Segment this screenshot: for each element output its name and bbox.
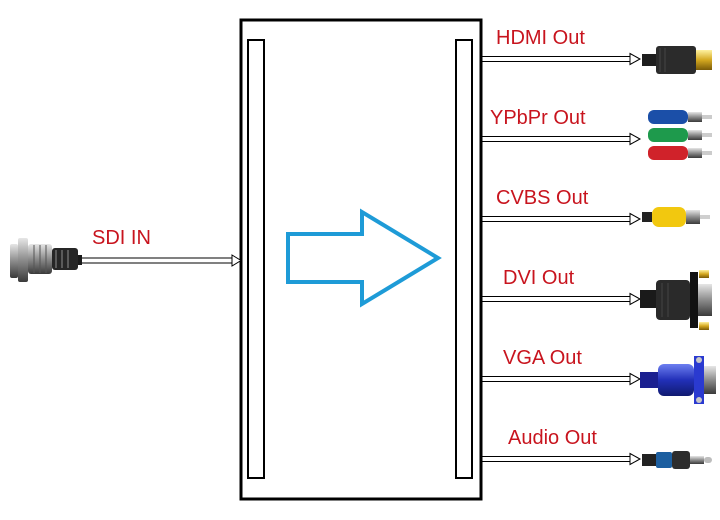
output-label: YPbPr Out — [490, 107, 586, 129]
output-label: CVBS Out — [496, 187, 589, 209]
dvi-connector-icon — [640, 270, 712, 330]
output-line — [482, 372, 642, 386]
audio-jack-icon — [642, 451, 712, 469]
output-bus-bar — [455, 39, 473, 479]
output-label: VGA Out — [503, 347, 582, 369]
rca-component-connector-icon — [648, 110, 712, 160]
rca-composite-connector-icon — [642, 207, 710, 227]
bnc-connector-icon — [10, 238, 82, 282]
flow-arrow-icon — [286, 208, 442, 308]
output-line — [482, 52, 642, 66]
output-label: HDMI Out — [496, 27, 585, 49]
output-label: DVI Out — [503, 267, 575, 289]
input-line — [80, 254, 242, 267]
output-line — [482, 132, 642, 146]
input-bus-bar — [247, 39, 265, 479]
output-line — [482, 292, 642, 306]
output-line — [482, 452, 642, 466]
output-line — [482, 212, 642, 226]
vga-connector-icon — [640, 356, 716, 404]
hdmi-connector-icon — [642, 46, 712, 74]
input-label: SDI IN — [92, 227, 151, 249]
output-label: Audio Out — [508, 427, 597, 449]
